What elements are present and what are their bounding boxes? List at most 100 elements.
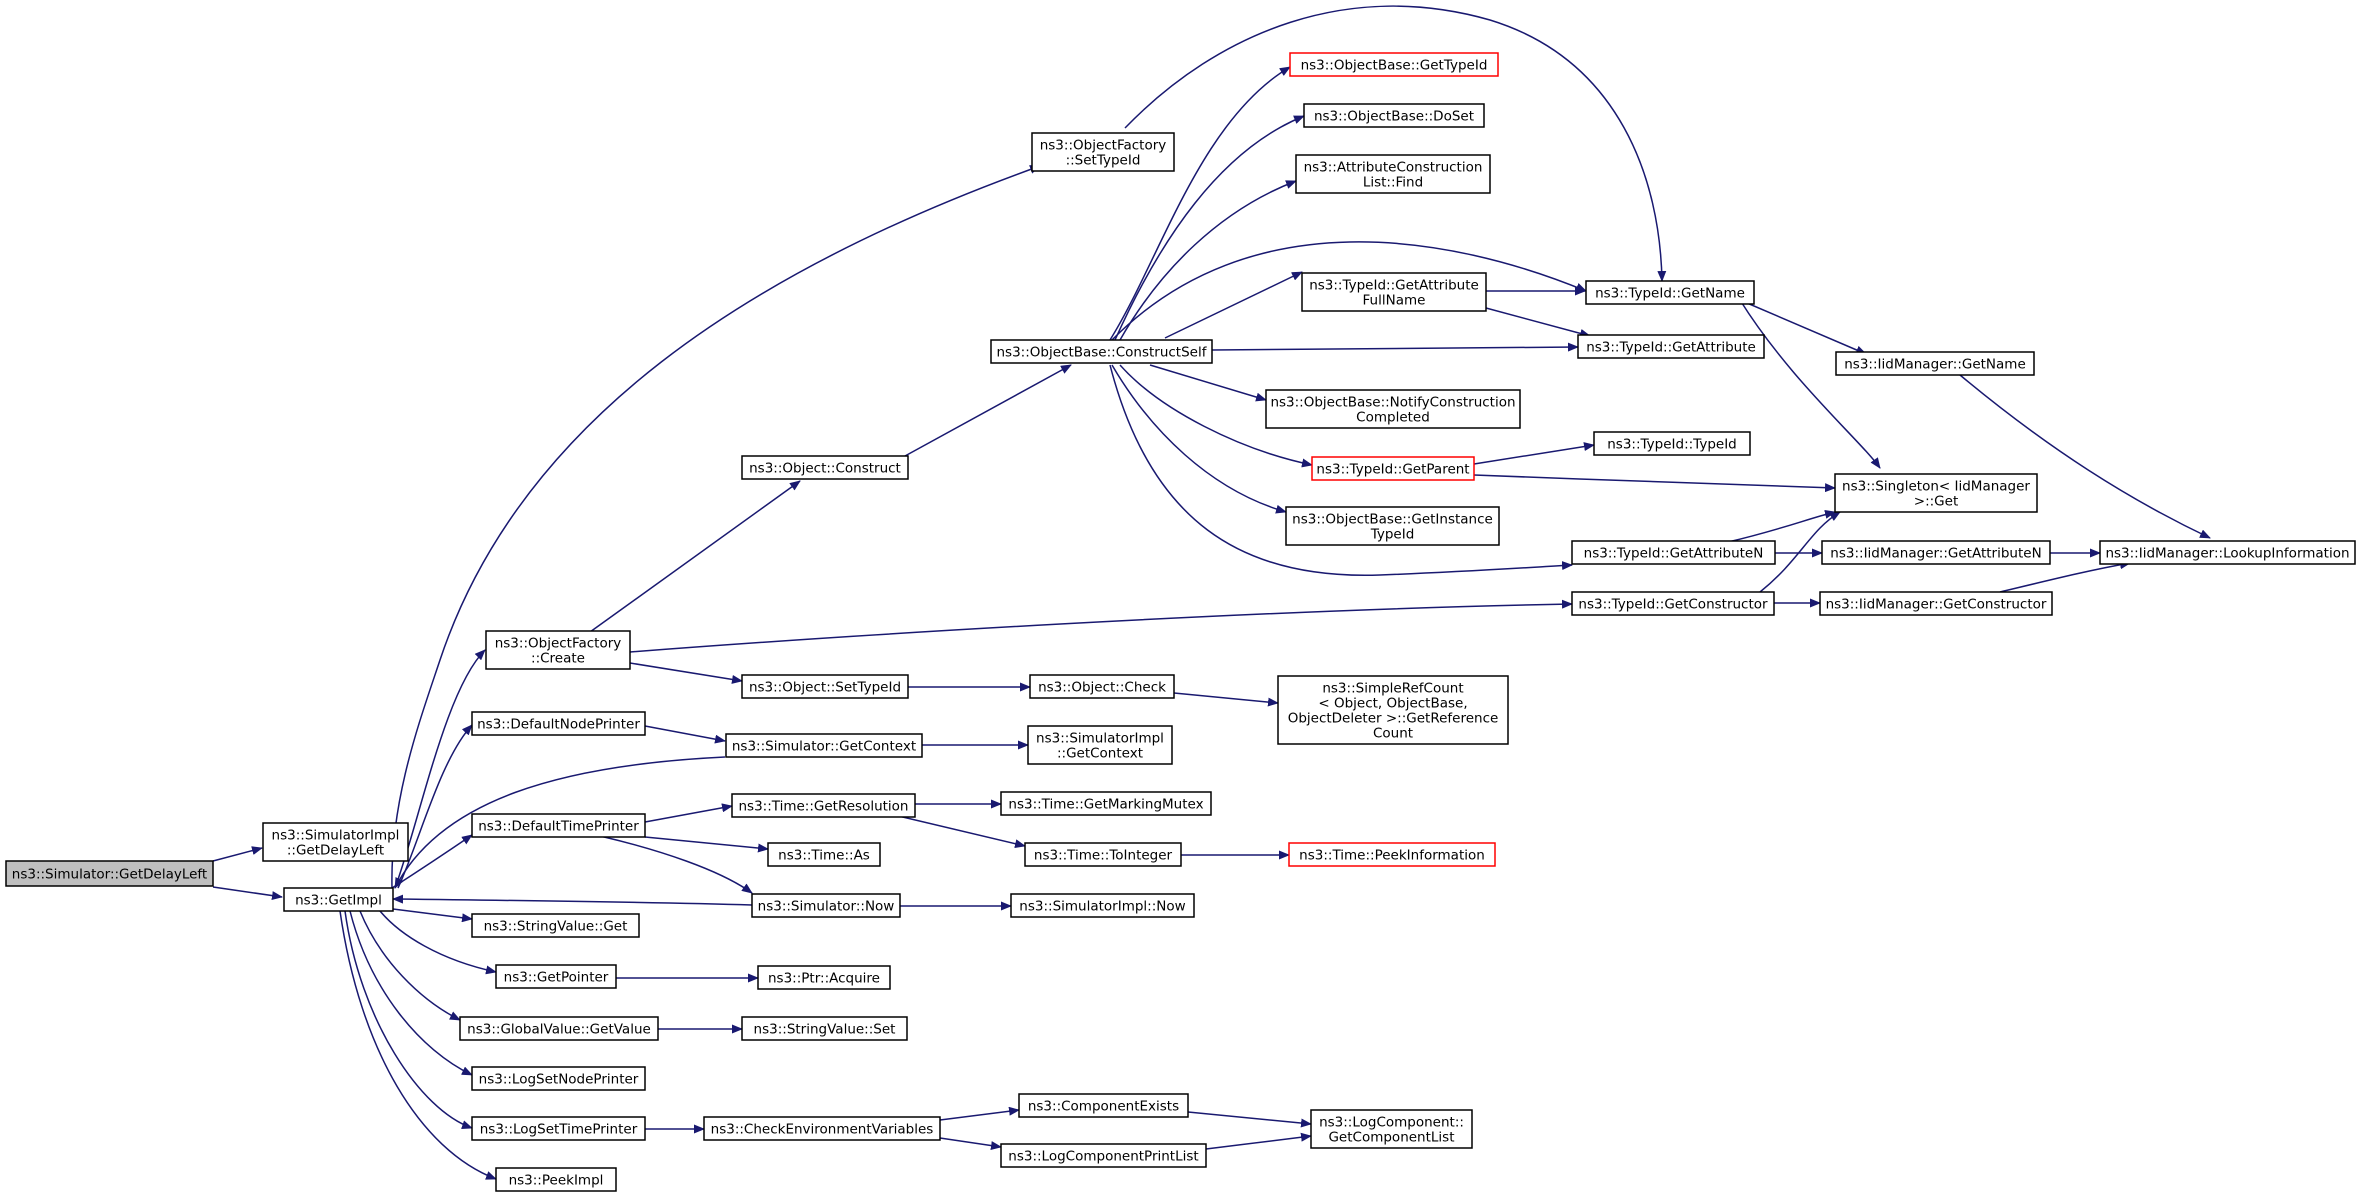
node-objectfactory-settypeid[interactable]: ns3::ObjectFactory::SetTypeId xyxy=(1031,132,1175,172)
node-label-line: ns3::Simulator::Now xyxy=(758,899,895,915)
edge-checkenv-to-logcomponentprintlist xyxy=(939,1137,1002,1150)
node-ptr-acquire[interactable]: ns3::Ptr::Acquire xyxy=(757,965,891,990)
edge-printlist-to-getlist xyxy=(1205,1132,1312,1150)
node-objectbase-doset[interactable]: ns3::ObjectBase::DoSet xyxy=(1303,103,1485,128)
node-singleton-iidmanager-get[interactable]: ns3::Singleton< IidManager>::Get xyxy=(1834,473,2038,513)
node-getimpl[interactable]: ns3::GetImpl xyxy=(283,887,394,912)
node-objectbase-gettypeid[interactable]: ns3::ObjectBase::GetTypeId xyxy=(1289,52,1499,77)
node-simulatorimpl-getdelayleft[interactable]: ns3::SimulatorImpl::GetDelayLeft xyxy=(262,822,409,862)
node-defaultnodeprinter[interactable]: ns3::DefaultNodePrinter xyxy=(471,711,646,736)
node-label-line: ns3::ObjectBase::NotifyConstruction xyxy=(1270,395,1515,411)
node-time-tointeger[interactable]: ns3::Time::ToInteger xyxy=(1024,842,1182,867)
node-time-getmarkingmutex[interactable]: ns3::Time::GetMarkingMutex xyxy=(1000,791,1212,816)
node-time-as[interactable]: ns3::Time::As xyxy=(767,842,881,867)
node-iidmanager-getattributen[interactable]: ns3::IidManager::GetAttributeN xyxy=(1821,540,2051,565)
node-iidmanager-lookupinformation[interactable]: ns3::IidManager::LookupInformation xyxy=(2099,540,2356,565)
node-label-line: ns3::LogSetTimePrinter xyxy=(480,1122,638,1138)
node-iidmanager-getconstructor[interactable]: ns3::IidManager::GetConstructor xyxy=(1819,591,2053,616)
node-logsetnodeprinter[interactable]: ns3::LogSetNodePrinter xyxy=(471,1066,646,1091)
node-label-line: ns3::Time::As xyxy=(778,848,870,864)
node-label-line: ns3::Time::PeekInformation xyxy=(1299,848,1485,864)
node-stringvalue-set[interactable]: ns3::StringValue::Set xyxy=(741,1016,908,1041)
node-label-line: < Object, ObjectBase, xyxy=(1318,696,1467,712)
node-label-line: ns3::IidManager::LookupInformation xyxy=(2105,546,2349,562)
node-label-line: ns3::Time::GetResolution xyxy=(738,799,908,815)
node-simplerefcount-getreferencecount[interactable]: ns3::SimpleRefCount< Object, ObjectBase,… xyxy=(1277,675,1509,745)
node-time-peekinformation[interactable]: ns3::Time::PeekInformation xyxy=(1288,842,1496,867)
node-label-line: ns3::Simulator::GetContext xyxy=(732,739,916,755)
node-iidmanager-getname[interactable]: ns3::IidManager::GetName xyxy=(1835,351,2035,376)
node-label-line: ns3::IidManager::GetName xyxy=(1844,357,2026,373)
node-typeid-getattributen[interactable]: ns3::TypeId::GetAttributeN xyxy=(1571,540,1776,565)
node-objectbase-notifyconstruction[interactable]: ns3::ObjectBase::NotifyConstructionCompl… xyxy=(1265,389,1521,429)
node-peekimpl[interactable]: ns3::PeekImpl xyxy=(495,1167,617,1192)
edge-constructself-to-getattrfullname xyxy=(1164,271,1303,339)
node-label-line: Count xyxy=(1373,726,1413,742)
node-componentexists[interactable]: ns3::ComponentExists xyxy=(1018,1093,1189,1118)
node-simulator-now[interactable]: ns3::Simulator::Now xyxy=(751,893,901,918)
node-logcomponent-getcomponentlist[interactable]: ns3::LogComponent::GetComponentList xyxy=(1310,1109,1473,1149)
node-label-line: ns3::IidManager::GetConstructor xyxy=(1826,597,2047,613)
node-typeid-getname[interactable]: ns3::TypeId::GetName xyxy=(1585,280,1755,305)
node-label-line: ns3::SimpleRefCount xyxy=(1322,681,1463,697)
node-getpointer[interactable]: ns3::GetPointer xyxy=(495,964,617,989)
node-label-line: ns3::SimulatorImpl::Now xyxy=(1019,899,1185,915)
node-label-line: ns3::ObjectFactory xyxy=(1040,138,1167,154)
node-label-line: ns3::SimulatorImpl xyxy=(1036,731,1164,747)
node-typeid-getattribute[interactable]: ns3::TypeId::GetAttribute xyxy=(1577,334,1765,359)
node-label-line: ns3::ObjectBase::DoSet xyxy=(1314,109,1474,125)
node-label-line: ns3::ObjectBase::GetTypeId xyxy=(1301,58,1488,74)
node-label-line: FullName xyxy=(1363,293,1426,309)
edge-getimpl-to-globalvalue-getvalue xyxy=(359,910,461,1021)
node-label-line: >::Get xyxy=(1914,494,1958,510)
node-label-line: ns3::Simulator::GetDelayLeft xyxy=(12,867,207,883)
edge-getimpl-to-peekimpl xyxy=(339,910,497,1180)
node-label-line: ns3::TypeId::GetParent xyxy=(1316,462,1469,478)
edge-getimpl-to-logsetnodeprinter xyxy=(349,910,473,1076)
node-object-settypeid[interactable]: ns3::Object::SetTypeId xyxy=(741,674,909,699)
edge-construct-to-constructself xyxy=(904,364,1072,457)
node-simulator-getdelayleft[interactable]: ns3::Simulator::GetDelayLeft xyxy=(5,860,214,887)
node-label-line: ns3::Object::Check xyxy=(1038,680,1166,696)
node-label-line: ns3::ComponentExists xyxy=(1028,1099,1179,1115)
node-label-line: ns3::GetPointer xyxy=(504,970,609,986)
node-objectfactory-create[interactable]: ns3::ObjectFactory::Create xyxy=(485,630,631,670)
node-typeid-typeid[interactable]: ns3::TypeId::TypeId xyxy=(1593,431,1751,456)
node-simulatorimpl-now[interactable]: ns3::SimulatorImpl::Now xyxy=(1010,893,1195,918)
node-label-line: ns3::TypeId::GetAttribute xyxy=(1309,278,1479,294)
node-typeid-getconstructor[interactable]: ns3::TypeId::GetConstructor xyxy=(1571,591,1775,616)
node-label-line: ns3::Ptr::Acquire xyxy=(768,971,880,987)
edge-create-to-object-construct xyxy=(589,480,801,633)
node-logcomponentprintlist[interactable]: ns3::LogComponentPrintList xyxy=(1000,1143,1207,1168)
node-typeid-getparent[interactable]: ns3::TypeId::GetParent xyxy=(1311,456,1475,481)
edge-objfactory-settypeid-to-typeid-getname xyxy=(1124,5,1667,282)
node-label-line: ObjectDeleter >::GetReference xyxy=(1288,711,1499,727)
node-globalvalue-getvalue[interactable]: ns3::GlobalValue::GetValue xyxy=(459,1016,659,1041)
node-object-construct[interactable]: ns3::Object::Construct xyxy=(741,455,909,480)
node-label-line: ns3::TypeId::GetAttributeN xyxy=(1584,546,1764,562)
node-time-getresolution[interactable]: ns3::Time::GetResolution xyxy=(731,793,916,818)
edge-getconstructor-to-singleton xyxy=(1759,511,1841,593)
edge-nodeprinter-to-simcontext xyxy=(644,725,726,744)
node-defaulttimeprinter[interactable]: ns3::DefaultTimePrinter xyxy=(471,813,646,838)
edge-constructself-to-notifyconstruction xyxy=(1149,364,1267,402)
node-stringvalue-get[interactable]: ns3::StringValue::Get xyxy=(471,913,640,938)
node-objectbase-constructself[interactable]: ns3::ObjectBase::ConstructSelf xyxy=(990,339,1213,364)
edge-getparent-to-typeid-typeid xyxy=(1473,442,1595,465)
node-simulator-getcontext[interactable]: ns3::Simulator::GetContext xyxy=(725,733,923,758)
node-checkenvironmentvariables[interactable]: ns3::CheckEnvironmentVariables xyxy=(703,1116,941,1141)
node-logsettimeprinter[interactable]: ns3::LogSetTimePrinter xyxy=(471,1116,646,1141)
node-label-line: ns3::Object::SetTypeId xyxy=(749,680,901,696)
edge-create-to-typeid-getconstructor xyxy=(629,599,1573,653)
node-object-check[interactable]: ns3::Object::Check xyxy=(1029,674,1175,699)
edge-simcontext-to-getimpl xyxy=(394,756,726,889)
node-label-line: Completed xyxy=(1356,410,1430,426)
node-simulatorimpl-getcontext[interactable]: ns3::SimulatorImpl::GetContext xyxy=(1027,725,1173,765)
edge-getattributen-to-singleton xyxy=(1727,509,1836,543)
edge-constructself-to-gettypeid xyxy=(1109,66,1291,341)
node-label-line: ns3::ObjectBase::ConstructSelf xyxy=(997,345,1208,361)
